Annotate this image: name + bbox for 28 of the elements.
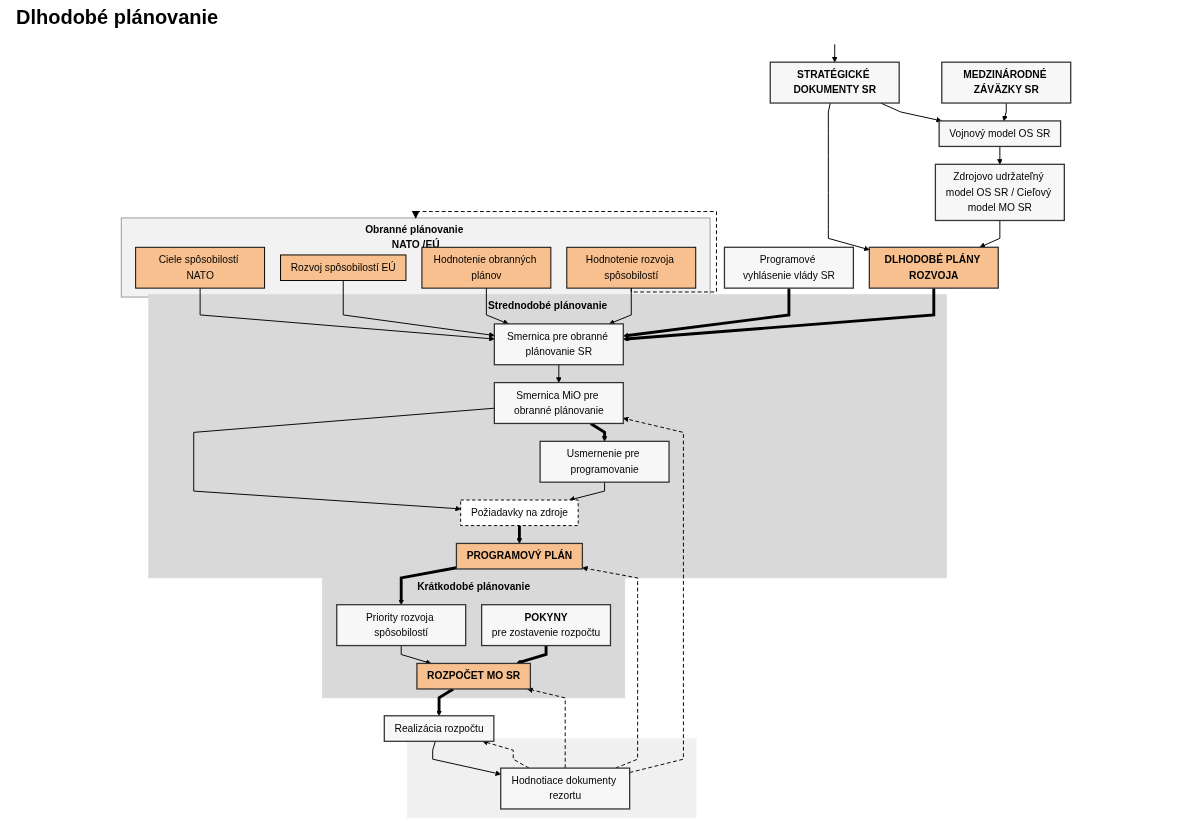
node-box: PROGRAMOVÝ PLÁN: [455, 542, 584, 570]
node-box: Smernica MiO pre obranné plánovanie: [493, 381, 624, 425]
node-box: MEDZINÁRODNÉ ZÁVÄZKY SR: [941, 61, 1072, 104]
arrow: [436, 687, 455, 717]
column-heading: Dlhodobé plánovanie: [16, 6, 219, 29]
node-box: Realizácia rozpočtu: [383, 715, 495, 742]
node-box: Priority rozvoja spôsobilostí: [336, 604, 467, 647]
arrow: [516, 525, 523, 544]
node-box: Hodnotenie rozvoja spôsobilostí: [566, 246, 697, 289]
node-box: Usmernenie pre programovanie: [539, 440, 670, 483]
node-box: Zdrojovo udržateľný model OS SR / Cieľový model MO SR: [934, 163, 1065, 222]
node-box: Rozvoj spôsobilostí EÚ: [280, 254, 407, 281]
node-box: Smernica pre obranné plánovanie SR: [493, 323, 624, 366]
node-box: POKYNY pre zostavenie rozpočtu: [481, 604, 612, 647]
node-box: Ciele spôsobilostí NATO: [135, 246, 266, 289]
arrow: [623, 288, 791, 339]
arrow: [398, 566, 457, 605]
node-box: ROZPOČET MO SR: [416, 662, 531, 690]
node-box: Hodnotiace dokumenty rezortu: [500, 767, 631, 810]
arrow: [516, 645, 548, 665]
node-box: Hodnotenie obranných plánov: [421, 246, 552, 289]
node-box: Požiadavky na zdroje: [460, 499, 579, 527]
arrow: [589, 422, 608, 442]
node-box: DLHODOBÉ PLÁNY ROZVOJA: [868, 246, 999, 289]
node-box: Programové vyhlásenie vlády SR: [723, 246, 854, 289]
arrow: [623, 288, 936, 342]
node-box: STRATÉGICKÉ DOKUMENTY SR: [769, 61, 900, 104]
node-box: Vojnový model OS SR: [938, 120, 1062, 148]
